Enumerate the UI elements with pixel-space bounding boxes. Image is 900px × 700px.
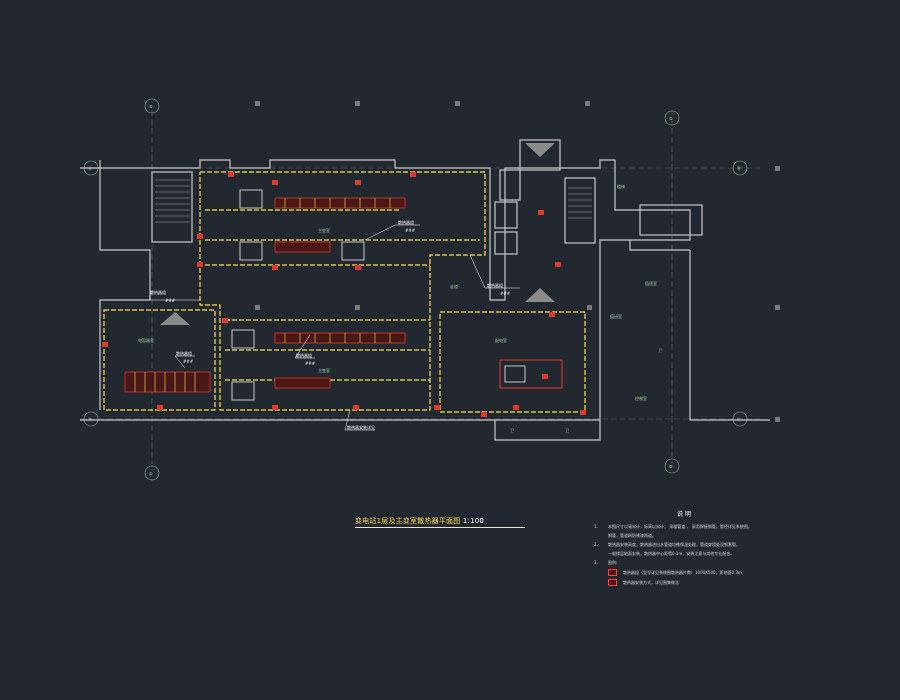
callout-label: 散热器安装详见 bbox=[347, 424, 375, 430]
room-label: 主变室 bbox=[318, 227, 330, 233]
callout-leaders bbox=[149, 224, 520, 431]
notes-heading: 说 明 bbox=[677, 511, 691, 518]
axis-label-bottom-2: ② bbox=[669, 464, 673, 469]
axis-label-right-2: Ⓐ bbox=[737, 416, 741, 422]
note-item: 1. 本图尺寸以毫米计，标高以米计； 采暖管道 ， 采用焊接钢管，管径详见系统图… bbox=[594, 524, 764, 530]
callout-sub: ### bbox=[405, 228, 416, 233]
room-label: 控制室 bbox=[635, 395, 647, 401]
legend-item: 散热器安装方式，详见图集做法 bbox=[608, 579, 764, 586]
room-label: 楼梯 bbox=[617, 183, 625, 189]
room-label: 卫 bbox=[565, 428, 569, 433]
wall-unit-markers bbox=[102, 172, 586, 417]
radiator-fin-lines bbox=[134, 198, 391, 392]
room-label: 值班室 bbox=[610, 313, 622, 319]
callout-sub: ### bbox=[183, 359, 194, 364]
note-number bbox=[594, 551, 602, 557]
note-item: 钢管，管道刷防锈漆两道。 bbox=[594, 533, 764, 539]
axis-label-right-1: Ⓑ bbox=[737, 165, 741, 171]
note-number: 3. bbox=[594, 560, 598, 565]
callout-label: 散热器组 bbox=[296, 352, 312, 358]
callout-label: 散热器组 bbox=[176, 350, 192, 356]
general-notes: 说 明 1. 本图尺寸以毫米计，标高以米计； 采暖管道 ， 采用焊接钢管，管径详… bbox=[594, 512, 764, 589]
callout-sub: ### bbox=[500, 291, 511, 296]
radiator-symbol-icon bbox=[608, 569, 617, 576]
radiator-banks bbox=[124, 197, 563, 393]
note-item: 一般楼层地面安装，散热器中心距墙0.1m，安装注意与其他专业配合。 bbox=[594, 551, 764, 557]
drawing-title: 变电站1层及主变室散热器平面图 1:100 bbox=[355, 516, 525, 526]
mount-symbol-icon bbox=[608, 579, 617, 586]
note-item: 2. 散热器安装高度，散热器进出水管道均做保温处理，管道穿墙处设钢套管。 bbox=[594, 542, 764, 548]
legend-item: 散热器组（型号详见系统图散热器片数）1000X500，距地面0.3m bbox=[608, 569, 764, 576]
axis-grid bbox=[80, 110, 760, 470]
reference-markers bbox=[255, 101, 780, 422]
axis-bubbles bbox=[83, 98, 748, 481]
note-item: 3. 图例: bbox=[594, 560, 764, 566]
note-number: 1. bbox=[594, 524, 598, 529]
note-text: 本图尺寸以毫米计，标高以米计； 采暖管道 ， 采用焊接钢管，管径详见系统图。 bbox=[608, 524, 752, 529]
room-label: 走道 bbox=[450, 283, 458, 289]
note-text: 图例: bbox=[608, 560, 618, 565]
room-label: 电容器室 bbox=[138, 337, 154, 343]
note-number: 2. bbox=[594, 542, 598, 547]
note-text: 钢管，管道刷防锈漆两道。 bbox=[608, 533, 656, 538]
note-text: 一般楼层地面安装，散热器中心距墙0.1m，安装注意与其他专业配合。 bbox=[608, 551, 735, 556]
axis-label-left-2: Ⓑ bbox=[88, 416, 92, 422]
callout-sub: ### bbox=[305, 361, 316, 366]
callout-sub: ### bbox=[165, 298, 176, 303]
room-label: 配电室 bbox=[495, 337, 507, 343]
drawing-scale: 1:100 bbox=[462, 517, 485, 525]
axis-label-top-1: ① bbox=[149, 104, 153, 109]
legend-text: 散热器安装方式，详见图集做法 bbox=[623, 579, 679, 585]
note-number bbox=[594, 533, 602, 539]
drawing-title-main: 变电站1层及主变室散热器平面图 bbox=[355, 517, 461, 525]
note-text: 散热器安装高度，散热器进出水管道均做保温处理，管道穿墙处设钢套管。 bbox=[608, 542, 740, 547]
section-markers bbox=[160, 143, 555, 325]
stair-treads bbox=[155, 179, 592, 223]
title-underline bbox=[355, 527, 525, 528]
axis-label-top-2: ② bbox=[669, 116, 673, 121]
room-label: 卫 bbox=[510, 428, 514, 433]
callout-label: 散热器组 bbox=[487, 282, 503, 288]
room-label: 主变室 bbox=[318, 367, 330, 373]
room-label: 值班室 bbox=[645, 280, 657, 286]
room-label: 卫 bbox=[658, 348, 662, 353]
legend-text: 散热器组（型号详见系统图散热器片数）1000X500，距地面0.3m bbox=[623, 569, 742, 575]
equipment-units bbox=[231, 189, 526, 401]
callout-label: 散热器组 bbox=[150, 289, 166, 295]
axis-label-bottom-1: ① bbox=[149, 471, 153, 476]
building-walls bbox=[80, 139, 770, 441]
callout-label: 散热器组 bbox=[398, 219, 414, 225]
drawing-title-block: 变电站1层及主变室散热器平面图 1:100 bbox=[355, 516, 525, 528]
